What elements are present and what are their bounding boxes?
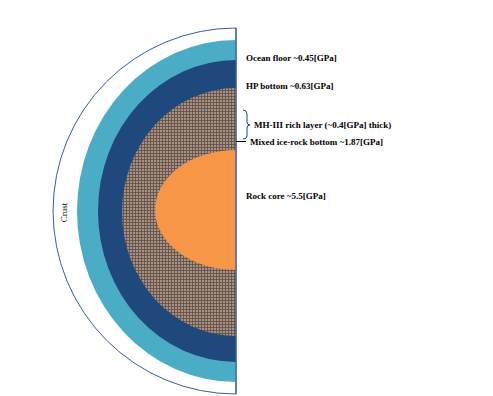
layer-label: Mixed ice-rock bottom ~1.87[GPa]: [250, 137, 383, 148]
leader-tick: [236, 141, 246, 142]
rock-core: [155, 150, 236, 270]
layer-label: Rock core ~5.5[GPa]: [246, 191, 326, 202]
crust-layer: [53, 28, 236, 394]
high-pressure-ice-layer: [98, 60, 236, 362]
crust-label: Crust: [59, 202, 70, 222]
layer-label: HP bottom ~0.63[GPa]: [246, 81, 333, 92]
axis-line: [235, 28, 236, 394]
ocean-layer: [77, 40, 236, 382]
layer-bracket: [243, 110, 250, 139]
mixed-ice-rock-layer: [122, 88, 236, 336]
layer-label: Ocean floor ~0.45[GPa]: [246, 53, 337, 64]
layer-callout: MH-III rich layer (~0.4[GPa] thick): [254, 120, 391, 131]
